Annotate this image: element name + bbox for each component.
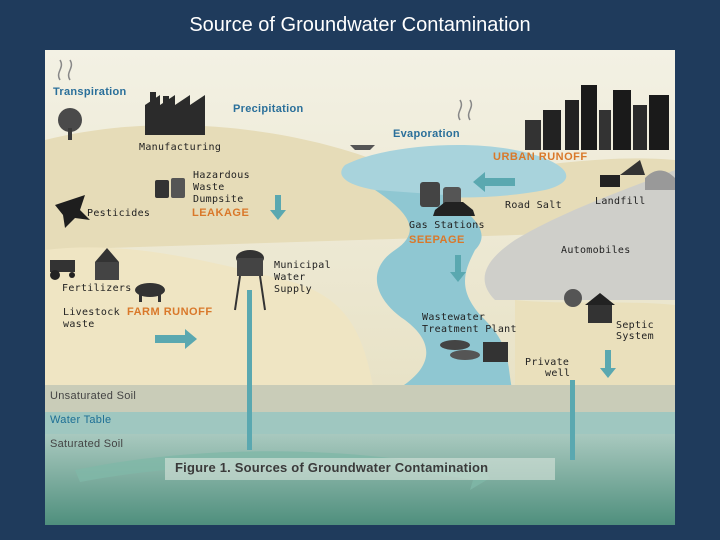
label-municipal-1: Municipal [274,260,331,271]
farm-runoff-arrow [155,329,197,349]
hills [45,125,675,250]
water-tower-icon [234,250,266,311]
house-icon [564,289,615,323]
treatment-plant-icon [440,340,508,362]
label-hazardous-1: Hazardous [193,170,250,181]
septic-arrow [600,350,616,378]
label-hazardous-3: Dumpsite [193,194,244,205]
figure-caption: Figure 1. Sources of Groundwater Contami… [175,460,489,475]
diagram-figure: Transpiration Precipitation Evaporation … [45,50,675,525]
slide-title: Source of Groundwater Contamination [189,14,531,36]
fields [45,247,375,400]
city-skyline-icon [525,85,669,150]
label-septic-1: Septic [616,320,654,331]
car-icon [433,202,475,216]
label-municipal-3: Supply [274,284,312,295]
label-livestock-1: Livestock [63,307,120,318]
tractor-icon [50,260,75,280]
label-automobiles: Automobiles [561,245,631,256]
tree-icon [58,108,82,140]
water-table-band [45,412,675,434]
caption-bar [165,458,555,480]
label-landfill: Landfill [595,196,646,207]
label-saturated-soil: Saturated Soil [50,438,124,450]
label-pesticides: Pesticides [87,208,151,219]
airplane-icon [55,195,90,228]
unsaturated-soil-band [45,385,675,415]
boat-icon [350,145,375,150]
label-water-table: Water Table [50,414,112,426]
label-precipitation: Precipitation [233,103,304,115]
fields-right [515,300,675,400]
label-gas-stations: Gas Stations [409,220,485,231]
evaporation-wisps [457,99,473,121]
label-urban-runoff: URBAN RUNOFF [493,151,588,163]
river [375,190,515,400]
private-well-pipe [570,380,575,460]
label-private-1: Private [525,357,570,368]
label-fertilizers: Fertilizers [62,283,132,294]
label-unsaturated-soil: Unsaturated Soil [50,390,137,402]
label-livestock-2: waste [63,319,95,330]
barrels-icon [155,178,185,198]
label-manufacturing: Manufacturing [139,142,222,153]
label-leakage: LEAKAGE [192,207,250,219]
label-transpiration: Transpiration [53,86,127,98]
municipal-well-pipe [247,290,252,450]
transpiration-wisps [57,59,73,81]
urban-runoff-arrow [473,172,515,192]
label-wastewater-1: Wastewater [422,312,486,323]
diagram-artwork [45,50,675,525]
label-wastewater-2: Treatment Plant [422,324,517,335]
label-private-2: well [545,368,571,379]
leakage-arrow [270,195,286,220]
label-seepage: SEEPAGE [409,234,465,246]
label-municipal-2: Water [274,272,306,283]
cow-icon [135,283,165,302]
label-septic-2: System [616,331,654,342]
label-evaporation: Evaporation [393,128,460,140]
seepage-arrow [450,255,466,282]
barn-icon [95,248,119,280]
label-road-salt: Road Salt [505,200,562,211]
label-hazardous-2: Waste [193,182,225,193]
label-farm-runoff: FARM RUNOFF [127,306,213,318]
truck-icon [600,160,675,190]
road [484,170,675,300]
factory-icon [145,92,205,135]
